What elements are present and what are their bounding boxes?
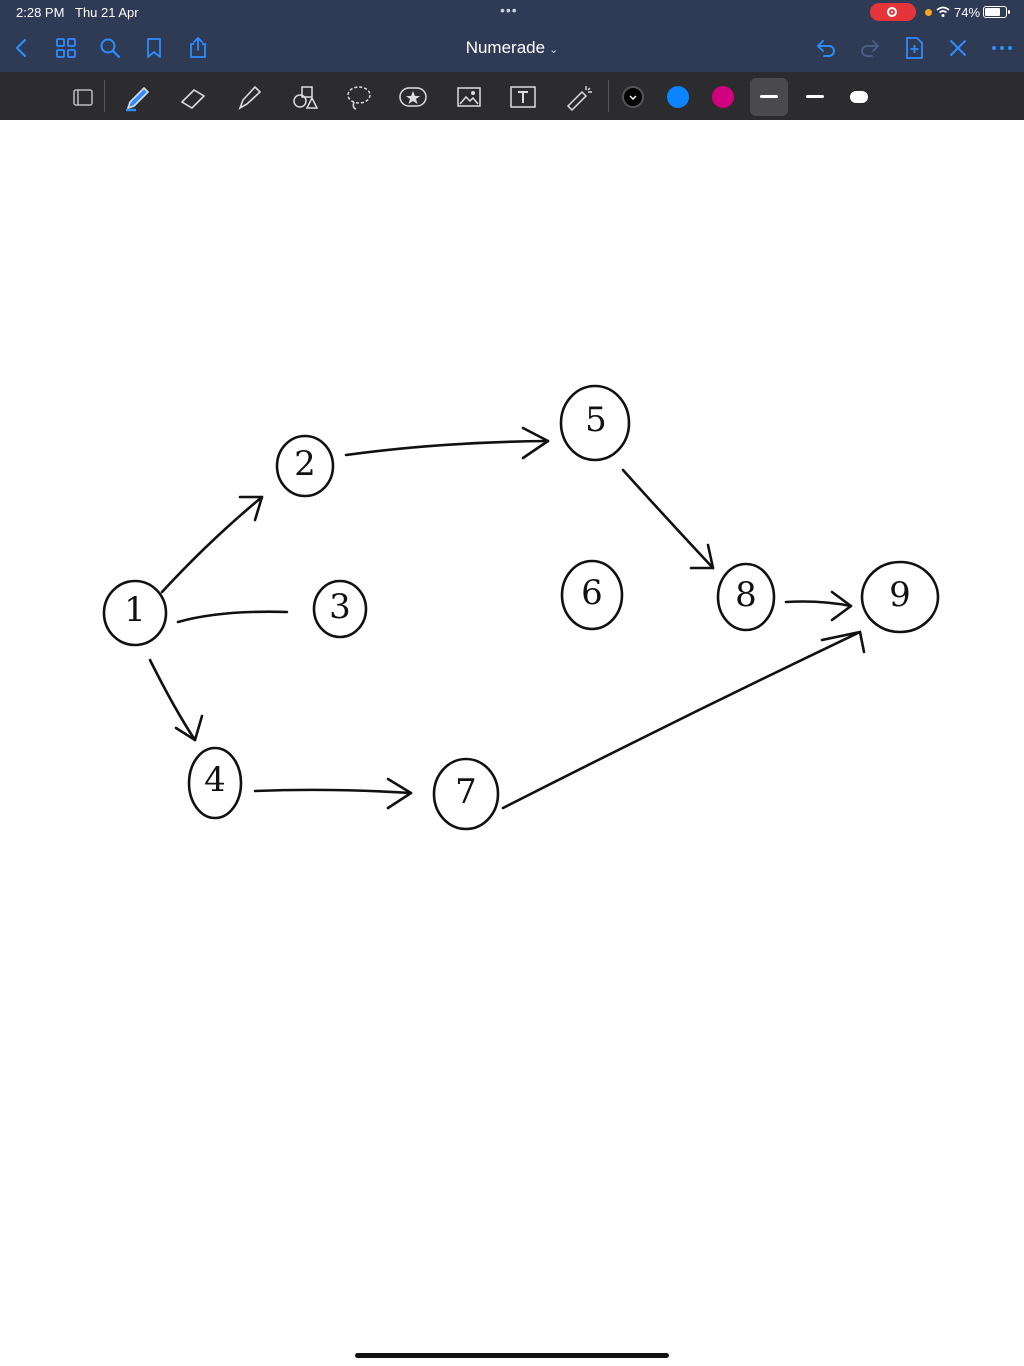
sticker-icon[interactable] xyxy=(398,82,428,112)
eraser-icon[interactable] xyxy=(178,82,208,112)
node-7-label: 7 xyxy=(455,772,477,812)
node-2-circle xyxy=(275,434,335,498)
edge-5-8 xyxy=(621,468,715,570)
edge-7-9-arrowhead xyxy=(820,630,866,654)
node-9-label: 9 xyxy=(889,575,911,615)
stroke-thin-button[interactable] xyxy=(750,78,788,116)
node-5-label: 5 xyxy=(585,400,607,440)
node-8-circle xyxy=(716,562,776,632)
lasso-icon[interactable] xyxy=(344,82,374,112)
edge-2-5 xyxy=(344,439,550,457)
text-icon[interactable] xyxy=(508,82,538,112)
home-indicator[interactable] xyxy=(355,1353,669,1358)
share-icon[interactable] xyxy=(186,36,210,60)
edge-1-2-arrowhead xyxy=(238,495,264,522)
node-3-label: 3 xyxy=(329,587,351,627)
chevron-down-icon xyxy=(629,95,637,100)
document-title[interactable]: Numerade⌄ xyxy=(0,38,1024,58)
back-icon[interactable] xyxy=(10,36,34,60)
more-icon[interactable] xyxy=(990,36,1014,60)
edge-1-4 xyxy=(148,658,197,742)
node-2-label: 2 xyxy=(294,444,316,484)
edge-1-4-arrowhead xyxy=(174,714,204,742)
node-6-label: 6 xyxy=(581,573,603,613)
bookmark-icon[interactable] xyxy=(142,36,166,60)
color-blue-swatch[interactable] xyxy=(667,86,689,108)
color-black-swatch[interactable] xyxy=(622,86,644,108)
document-title-text: Numerade xyxy=(465,38,546,57)
laser-pointer-icon[interactable] xyxy=(564,82,594,112)
status-date: Thu 21 Apr xyxy=(75,5,139,20)
edge-4-7-arrowhead xyxy=(386,777,413,810)
wifi-icon xyxy=(936,6,950,17)
node-1-label: 1 xyxy=(124,590,146,630)
node-6-circle xyxy=(560,559,624,631)
color-magenta-swatch[interactable] xyxy=(712,86,734,108)
edge-5-8-arrowhead xyxy=(689,543,715,570)
node-4-circle xyxy=(187,746,243,820)
close-icon[interactable] xyxy=(946,36,970,60)
search-icon[interactable] xyxy=(98,36,122,60)
screen-recording-icon[interactable] xyxy=(870,3,916,21)
stroke-medium-button[interactable] xyxy=(798,78,832,116)
shapes-icon[interactable] xyxy=(290,82,320,112)
edge-2-5-arrowhead xyxy=(521,426,550,460)
node-9-circle xyxy=(860,560,940,634)
status-time: 2:28 PM xyxy=(16,5,65,20)
image-icon[interactable] xyxy=(454,82,484,112)
edge-8-9 xyxy=(784,600,853,608)
undo-icon[interactable] xyxy=(814,36,838,60)
node-5-circle xyxy=(559,384,631,462)
add-page-icon[interactable] xyxy=(902,36,926,60)
read-only-icon[interactable] xyxy=(68,82,98,112)
node-1-circle xyxy=(102,579,168,647)
node-3-circle xyxy=(312,579,368,639)
edge-1-3 xyxy=(176,610,289,624)
edge-8-9-arrowhead xyxy=(830,590,853,622)
edge-7-9 xyxy=(501,630,862,810)
highlighter-icon[interactable] xyxy=(234,82,264,112)
redo-icon[interactable] xyxy=(858,36,882,60)
nav-bar: Numerade⌄ xyxy=(0,24,1024,72)
stroke-thick-button[interactable] xyxy=(842,78,876,116)
microphone-indicator-icon xyxy=(925,9,932,16)
status-bar: 2:28 PM Thu 21 Apr ••• 74% xyxy=(0,0,1024,24)
pen-icon[interactable] xyxy=(122,82,152,112)
multitasking-dots-icon[interactable]: ••• xyxy=(500,2,518,18)
node-7-circle xyxy=(432,757,500,831)
thumbnails-icon[interactable] xyxy=(54,36,78,60)
node-8-label: 8 xyxy=(735,575,757,615)
battery-icon xyxy=(983,6,1010,18)
drawing-canvas[interactable] xyxy=(0,120,1024,1366)
battery-percent: 74% xyxy=(954,5,981,20)
edge-1-2 xyxy=(160,495,264,594)
chevron-down-icon: ⌄ xyxy=(549,44,559,56)
node-4-label: 4 xyxy=(204,760,226,800)
edge-4-7 xyxy=(253,788,413,795)
